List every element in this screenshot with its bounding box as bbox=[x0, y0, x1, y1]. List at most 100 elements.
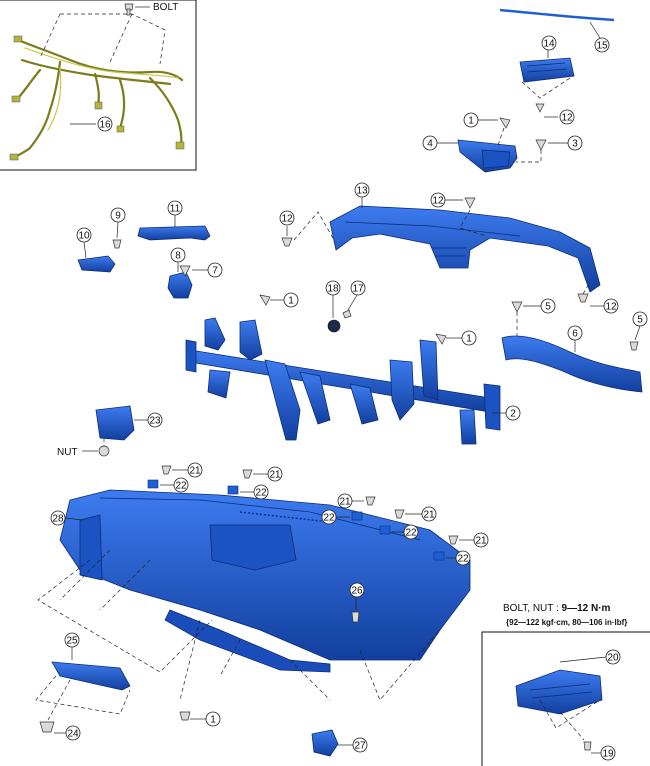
part-15-strip: 15 bbox=[499, 8, 615, 53]
svg-text:25: 25 bbox=[66, 636, 78, 647]
callout-16: 16 bbox=[97, 116, 113, 132]
svg-text:7: 7 bbox=[212, 266, 218, 277]
callout-4: 4 bbox=[422, 135, 438, 151]
svg-text:24: 24 bbox=[67, 729, 79, 740]
svg-text:1: 1 bbox=[210, 715, 216, 726]
svg-text:13: 13 bbox=[356, 186, 368, 197]
svg-text:21: 21 bbox=[475, 536, 487, 547]
clip-12-icon bbox=[464, 197, 476, 209]
callout-10: 10 bbox=[76, 227, 92, 243]
callout-14: 14 bbox=[541, 35, 557, 51]
svg-text:2: 2 bbox=[510, 409, 516, 420]
svg-text:4: 4 bbox=[427, 139, 433, 150]
callout-7: 7 bbox=[207, 262, 223, 278]
clip-22c: 22 bbox=[321, 509, 363, 525]
callout-28: 28 bbox=[50, 510, 66, 526]
svg-text:12: 12 bbox=[605, 302, 617, 313]
svg-text:9: 9 bbox=[115, 211, 121, 222]
dashboard-panel-28: 28 bbox=[37, 489, 471, 701]
lower-right-inset: 20 19 bbox=[481, 631, 650, 766]
clip-22b: 22 bbox=[227, 484, 269, 500]
part-5-clip-b: 5 bbox=[629, 311, 648, 351]
clip-group-21-22: 21 22 21 22 21 22 21 22 21 22 bbox=[147, 462, 489, 566]
svg-text:1: 1 bbox=[288, 296, 294, 307]
callout-9: 9 bbox=[110, 207, 126, 223]
callout-12a: 12 bbox=[559, 109, 575, 125]
part-26: 26 bbox=[349, 582, 365, 623]
svg-text:28: 28 bbox=[52, 514, 64, 525]
callout-27: 27 bbox=[352, 737, 368, 753]
clip-1-icon-c: 1 bbox=[435, 330, 477, 346]
bolt-icon bbox=[124, 3, 134, 16]
svg-text:22: 22 bbox=[405, 528, 417, 539]
callout-13: 13 bbox=[354, 182, 370, 198]
callout-25: 25 bbox=[64, 632, 80, 648]
svg-text:12: 12 bbox=[561, 113, 573, 124]
svg-text:1: 1 bbox=[466, 334, 472, 345]
svg-text:26: 26 bbox=[351, 586, 363, 597]
callout-11: 11 bbox=[167, 200, 183, 216]
clip-3-icon bbox=[535, 139, 547, 151]
svg-text:12: 12 bbox=[432, 196, 444, 207]
svg-text:16: 16 bbox=[99, 120, 111, 131]
svg-text:19: 19 bbox=[602, 749, 614, 760]
part-18: 18 bbox=[325, 280, 341, 333]
svg-text:BOLT, NUT : 9—12 N·m: BOLT, NUT : 9—12 N·m bbox=[503, 603, 611, 614]
callout-18: 18 bbox=[325, 280, 341, 296]
part-9-clip: 9 bbox=[110, 207, 126, 249]
callout-3: 3 bbox=[567, 135, 583, 151]
svg-text:20: 20 bbox=[607, 653, 619, 664]
part-27: 27 bbox=[311, 729, 368, 757]
part-24-clip: 24 bbox=[39, 721, 81, 741]
clip-21b: 21 bbox=[242, 466, 283, 482]
clip-21a: 21 bbox=[161, 462, 203, 478]
bolt-label: BOLT bbox=[153, 2, 178, 13]
svg-text:6: 6 bbox=[572, 329, 578, 340]
callout-1a: 1 bbox=[463, 112, 479, 128]
nut-icon bbox=[98, 445, 110, 457]
part-7-clip: 7 bbox=[179, 262, 223, 278]
torque-line1-value: 9—12 N·m bbox=[562, 603, 611, 614]
svg-text:22: 22 bbox=[323, 513, 335, 524]
svg-text:21: 21 bbox=[269, 470, 281, 481]
clip-12-icon bbox=[281, 237, 293, 247]
svg-text:27: 27 bbox=[354, 741, 366, 752]
callout-12b: 12 bbox=[430, 192, 446, 208]
callout-5a: 5 bbox=[540, 298, 556, 314]
part-14-vent: 14 12 bbox=[519, 35, 575, 125]
svg-text:1: 1 bbox=[468, 116, 474, 127]
part-5-clip-a: 5 bbox=[511, 298, 556, 336]
svg-text:5: 5 bbox=[637, 315, 643, 326]
callout-12d: 12 bbox=[603, 298, 619, 314]
part-4-duct: 4 1 3 bbox=[422, 112, 583, 173]
clip-21d: 21 bbox=[394, 506, 437, 522]
callout-6: 6 bbox=[567, 325, 583, 341]
callout-23: 23 bbox=[147, 412, 163, 428]
callout-24: 24 bbox=[65, 725, 81, 741]
svg-text:22: 22 bbox=[255, 488, 267, 499]
callout-5b: 5 bbox=[632, 311, 648, 327]
torque-spec: BOLT, NUT : 9—12 N·m {92—122 kgf·cm, 80—… bbox=[503, 603, 627, 627]
torque-line1-prefix: BOLT, NUT : bbox=[503, 603, 562, 614]
torque-line2: {92—122 kgf·cm, 80—106 in·lbf} bbox=[506, 618, 627, 627]
callout-20: 20 bbox=[605, 649, 621, 665]
callout-2: 2 bbox=[505, 405, 521, 421]
clip-12-icon bbox=[535, 103, 545, 113]
part-11: 11 bbox=[137, 200, 211, 241]
clip-1-icon-b: 1 bbox=[259, 292, 299, 308]
clip-12-icon bbox=[577, 293, 589, 303]
clip-22e: 22 bbox=[433, 550, 471, 566]
svg-text:14: 14 bbox=[543, 39, 555, 50]
part-1-clip-bottom: 1 bbox=[179, 711, 221, 727]
part-25-bracket: 25 bbox=[35, 632, 131, 721]
svg-text:12: 12 bbox=[281, 214, 293, 225]
part-10: 10 bbox=[76, 227, 116, 273]
svg-text:18: 18 bbox=[327, 284, 339, 295]
callout-15: 15 bbox=[594, 37, 610, 53]
svg-text:21: 21 bbox=[339, 497, 351, 508]
svg-text:22: 22 bbox=[457, 554, 469, 565]
clip-21e: 21 bbox=[448, 532, 489, 548]
clip-22d: 22 bbox=[379, 524, 419, 540]
svg-text:21: 21 bbox=[423, 510, 435, 521]
